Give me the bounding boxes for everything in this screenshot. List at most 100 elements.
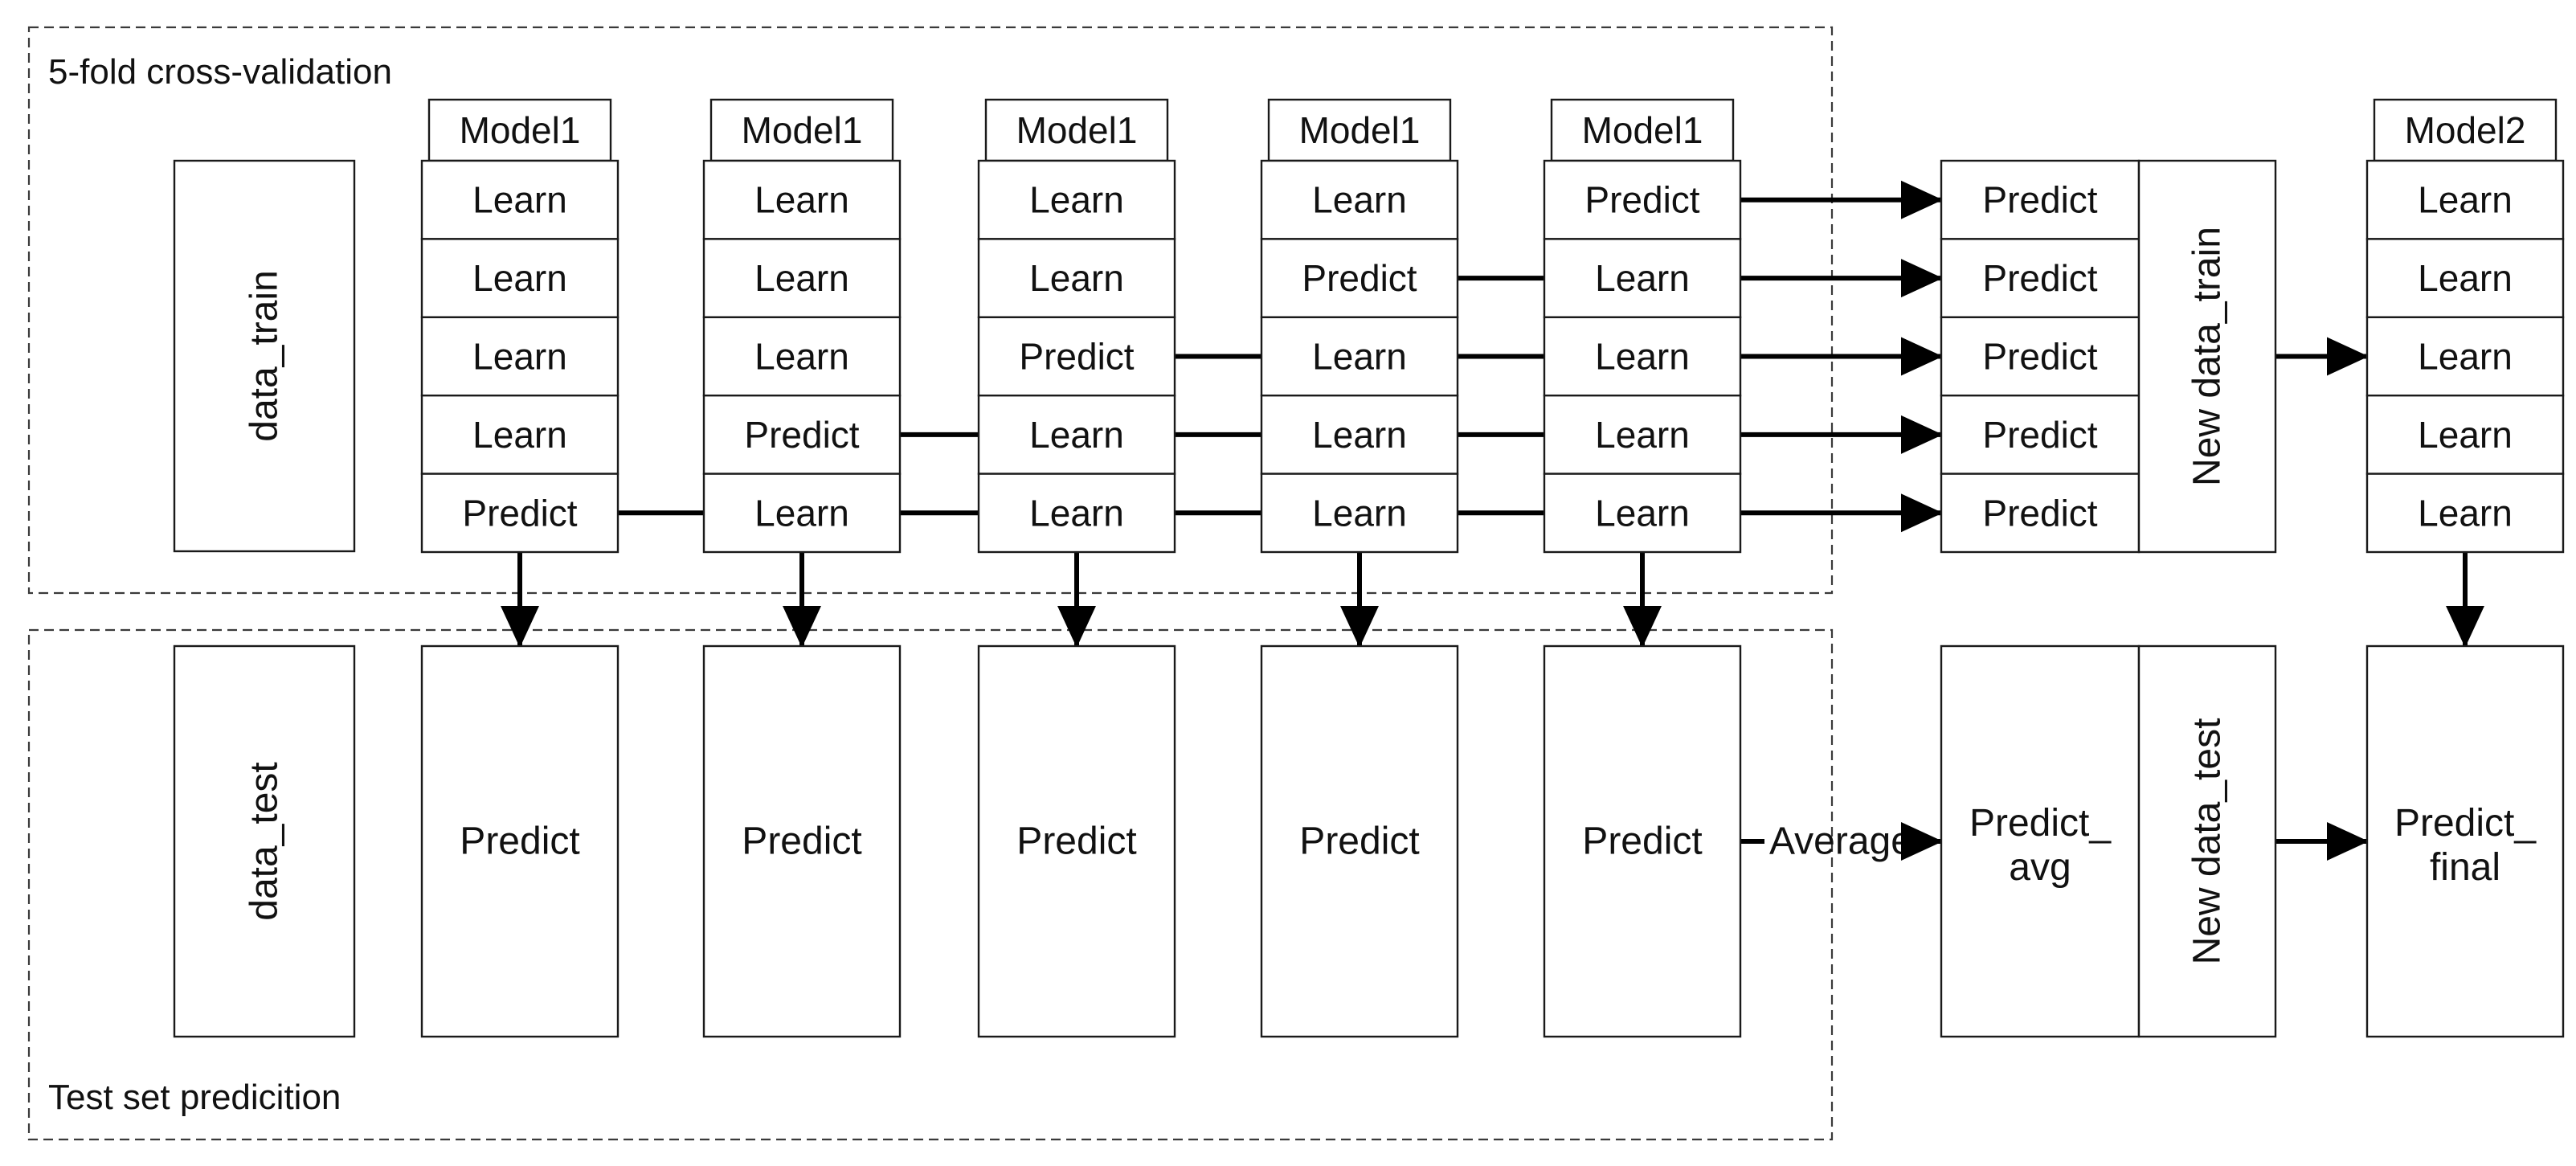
model2-cell-1 [2365, 159, 2565, 240]
test-predict-label-1: Predict [460, 820, 579, 863]
fold-2-cell-1 [702, 159, 902, 240]
test-predict-box-2 [702, 644, 902, 1038]
model2-cell-4-label: Learn [2418, 414, 2513, 456]
predict-avg-box [1940, 644, 2141, 1038]
fold-columns: Model1LearnLearnLearnLearnPredictModel1L… [420, 98, 1742, 554]
model2-cell-3-label: Learn [2418, 336, 2513, 378]
fold-2-cell-4-label: Predict [744, 414, 859, 456]
data-train-label: data_train [243, 270, 286, 442]
fold-1-cell-5-label: Predict [462, 492, 577, 534]
fold-3-cell-5-label: Learn [1029, 492, 1124, 534]
test-predict-label-2: Predict [742, 820, 861, 863]
fold-2-cell-4 [702, 395, 902, 475]
connector-lines: Average [501, 180, 2484, 863]
new-train-cell-3-label: Predict [1982, 336, 2097, 378]
fold-2-model-label: Model1 [742, 109, 863, 151]
new-train-cell-2-label: Predict [1982, 257, 2097, 299]
average-label: Average [1769, 820, 1912, 863]
fold-2-model-header [709, 98, 894, 162]
fold-1-model-label: Model1 [460, 109, 581, 151]
model2-header [2373, 98, 2558, 162]
fold-2-cell-5-label: Learn [754, 492, 849, 534]
fold-3-cell-3-label: Predict [1019, 336, 1134, 378]
test-region-title: Test set predicition [48, 1078, 341, 1117]
fold-3-cell-2-label: Learn [1029, 257, 1124, 299]
fold-3-cell-2 [977, 238, 1176, 318]
new-train-cell-5 [1940, 473, 2141, 554]
fold-4-model-label: Model1 [1299, 109, 1421, 151]
test-predict-label-3: Predict [1016, 820, 1136, 863]
test-predict-box-1 [420, 644, 619, 1038]
fold-3-cell-3 [977, 316, 1176, 397]
fold-4-cell-1 [1260, 159, 1459, 240]
fold-5-cell-4-label: Learn [1595, 414, 1690, 456]
fold-5-cell-3-label: Learn [1595, 336, 1690, 378]
fold-2-cell-3-label: Learn [754, 336, 849, 378]
fold-1-cell-1-label: Learn [472, 179, 567, 221]
new-train-cell-2 [1940, 238, 2141, 318]
new-data-train-box [2137, 159, 2277, 554]
fold-2-cell-2-label: Learn [754, 257, 849, 299]
predict-avg-line1: Predict_ [1969, 802, 2112, 845]
fold-2-cell-2 [702, 238, 902, 318]
fold-4-cell-3-label: Learn [1312, 336, 1407, 378]
test-predict-label-5: Predict [1582, 820, 1702, 863]
new-train-cell-1 [1940, 159, 2141, 240]
fold-5-cell-2-label: Learn [1595, 257, 1690, 299]
predict-final-line1: Predict_ [2394, 802, 2537, 845]
fold-5-cell-5 [1543, 473, 1742, 554]
fold-1-cell-5 [420, 473, 619, 554]
fold-2-cell-1-label: Learn [754, 179, 849, 221]
predict-final-box [2365, 644, 2565, 1038]
fold-5-model-label: Model1 [1582, 109, 1703, 151]
model2-cell-5-label: Learn [2418, 492, 2513, 534]
test-predict-box-5 [1543, 644, 1742, 1038]
fold-4-cell-5-label: Learn [1312, 492, 1407, 534]
test-predict-label-4: Predict [1299, 820, 1419, 863]
fold-4-cell-5 [1260, 473, 1459, 554]
fold-1-cell-3-label: Learn [472, 336, 567, 378]
predict-avg-line2: avg [2009, 846, 2071, 889]
new-train-cell-1-label: Predict [1982, 179, 2097, 221]
fold-4-cell-4 [1260, 395, 1459, 475]
fold-1-model-header [427, 98, 612, 162]
fold-3-cell-1 [977, 159, 1176, 240]
fold-5-model-header [1550, 98, 1735, 162]
predict-final-label: Predict_final [2394, 802, 2537, 889]
fold-4-cell-1-label: Learn [1312, 179, 1407, 221]
fold-5-cell-1 [1543, 159, 1742, 240]
data-train-box [173, 159, 356, 553]
new-train-cell-4-label: Predict [1982, 414, 2097, 456]
test-predict-box-4 [1260, 644, 1459, 1038]
fold-3-cell-4-label: Learn [1029, 414, 1124, 456]
new-data-train-label: New data_train [2186, 227, 2229, 486]
new-train-cell-4 [1940, 395, 2141, 475]
model2-column: Model2LearnLearnLearnLearnLearnPredict_f… [2365, 98, 2565, 1038]
cv-region-frame [27, 26, 1834, 595]
fold-5-cell-4 [1543, 395, 1742, 475]
fold-3-cell-4 [977, 395, 1176, 475]
cv-region-title: 5-fold cross-validation [48, 52, 392, 92]
test-prediction-boxes: Predict Predict Predict Predict Predict [420, 644, 1742, 1038]
predict-avg-label: Predict_avg [1969, 802, 2112, 889]
model2-cell-1-label: Learn [2418, 179, 2513, 221]
fold-1-cell-2 [420, 238, 619, 318]
fold-3-cell-5 [977, 473, 1176, 554]
test-region-frame [27, 628, 1834, 1141]
fold-3-cell-1-label: Learn [1029, 179, 1124, 221]
fold-1-cell-3 [420, 316, 619, 397]
predict-final-line2: final [2430, 846, 2500, 889]
fold-5-cell-5-label: Learn [1595, 492, 1690, 534]
test-predict-box-3 [977, 644, 1176, 1038]
fold-4-model-header [1267, 98, 1452, 162]
model2-cell-3 [2365, 316, 2565, 397]
data-test-box [173, 644, 356, 1038]
fold-4-cell-4-label: Learn [1312, 414, 1407, 456]
new-data-test-box [2137, 644, 2277, 1038]
